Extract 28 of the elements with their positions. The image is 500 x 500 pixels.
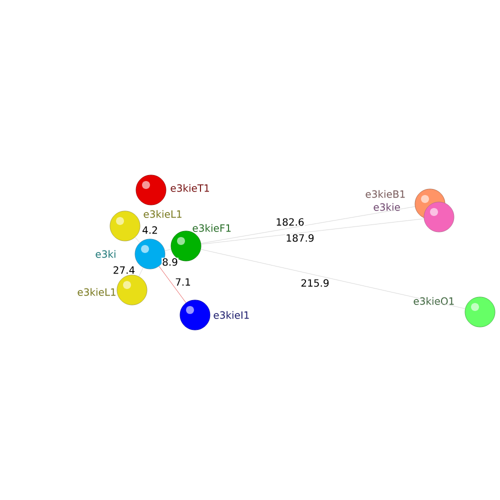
sphere: e3kieI1 bbox=[180, 300, 249, 330]
node-label: e3kieL1 bbox=[144, 210, 182, 218]
measurement-line bbox=[134, 237, 140, 243]
sphere: e3kieT1 bbox=[136, 174, 209, 206]
node-label: e3kieO1 bbox=[414, 297, 454, 305]
edge-label: 187.9 bbox=[285, 234, 315, 242]
measurement-line bbox=[158, 266, 186, 303]
edge-label: 8.9 bbox=[162, 258, 178, 266]
measurement-line bbox=[164, 249, 172, 251]
sphere: e3kieL1 bbox=[78, 274, 148, 306]
node-label: e3kie bbox=[374, 203, 400, 211]
measurement-line bbox=[200, 218, 424, 244]
edge-label: 7.1 bbox=[174, 278, 192, 286]
sphere: e3kie bbox=[374, 202, 454, 232]
measurement-line bbox=[138, 267, 144, 277]
measurement-line bbox=[200, 206, 416, 244]
node-label: e3kieF1 bbox=[192, 224, 231, 232]
node-label: e3kieL1 bbox=[78, 288, 116, 296]
node-label: e3ki bbox=[96, 250, 116, 258]
node-label: e3kieT1 bbox=[170, 184, 209, 192]
edge-label: 215.9 bbox=[300, 278, 330, 288]
edge-label: 27.4 bbox=[112, 266, 136, 274]
edge-label: 182.6 bbox=[275, 218, 305, 226]
measurement-line bbox=[200, 249, 466, 309]
sphere: e3kieO1 bbox=[414, 296, 496, 328]
node-label: e3kieI1 bbox=[214, 311, 249, 319]
node-label: e3kieB1 bbox=[366, 190, 405, 198]
edge-label: 4.2 bbox=[142, 226, 158, 234]
